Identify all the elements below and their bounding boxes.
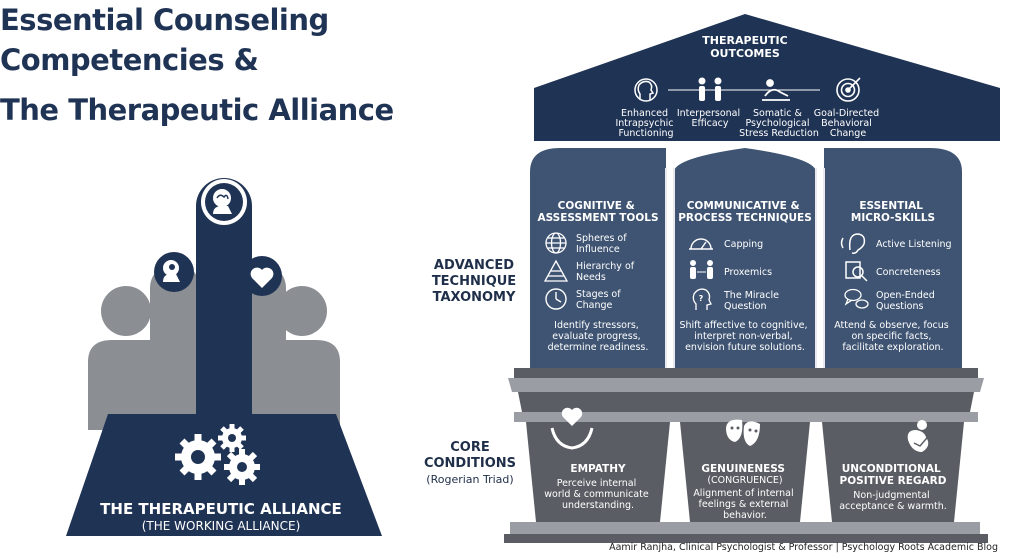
column-2-item-3: The Miracle Question bbox=[723, 290, 782, 312]
column-3-description: Attend & observe, focus on specific fact… bbox=[834, 320, 952, 353]
column-1-item-3: Stages of Change bbox=[576, 289, 624, 311]
column-2-title: COMMUNICATIVE & PROCESS TECHNIQUES bbox=[678, 200, 812, 224]
roof-title-line-1: THERAPEUTIC bbox=[702, 34, 787, 47]
pillar-empathy bbox=[526, 422, 670, 522]
title-line-3: The Therapeutic Alliance bbox=[0, 93, 394, 127]
svg-text:?: ? bbox=[699, 294, 704, 303]
pillar-genuineness bbox=[680, 422, 810, 522]
heart-hands-icon bbox=[550, 407, 594, 450]
roof-title-line-2: OUTCOMES bbox=[710, 47, 780, 60]
brain-head-icon bbox=[201, 179, 247, 225]
alliance-base bbox=[66, 414, 382, 536]
column-3-item-3: Open-Ended Questions bbox=[876, 290, 938, 312]
column-3-item-1: Active Listening bbox=[876, 239, 952, 250]
alliance-title: THE THERAPEUTIC ALLIANCE bbox=[100, 500, 342, 518]
center-pillar bbox=[196, 178, 252, 430]
column-1-title: COGNITIVE & ASSESSMENT TOOLS bbox=[537, 200, 658, 224]
embrace-icon bbox=[907, 420, 933, 452]
left-pillar bbox=[150, 263, 200, 430]
condition-1-description: Perceive internal world & communicate un… bbox=[544, 478, 651, 511]
page-title: Essential Counseling Competencies & The … bbox=[0, 0, 440, 130]
relaxing-person-icon bbox=[762, 79, 790, 101]
column-1-description: Identify stressors, evaluate progress, d… bbox=[548, 320, 649, 353]
pyramid-icon bbox=[543, 259, 569, 282]
gauge-icon bbox=[689, 238, 713, 250]
clock-icon bbox=[545, 288, 567, 310]
capitals bbox=[508, 368, 984, 412]
column-2-description: Shift affective to cognitive, interpret … bbox=[679, 320, 810, 353]
brain-head-icon bbox=[634, 78, 658, 102]
condition-1-title: EMPATHY bbox=[570, 463, 626, 475]
roof-item-3: Somatic & Psychological Stress Reduction bbox=[739, 108, 819, 139]
roof-item-4: Goal-Directed Behavioral Change bbox=[814, 108, 882, 139]
right-person-figure bbox=[277, 286, 340, 430]
ear-icon bbox=[840, 233, 866, 254]
column-communicative bbox=[674, 148, 816, 368]
condition-3-title: UNCONDITIONAL POSITIVE REGARD bbox=[840, 463, 947, 487]
column-1-item-1: Spheres of Influence bbox=[576, 233, 630, 255]
condition-2-title: GENUINENESS (CONGRUENCE) bbox=[701, 463, 788, 486]
theater-masks-icon bbox=[726, 419, 760, 446]
left-person-figure bbox=[88, 286, 151, 430]
roof-item-2: Interpersonal Efficacy bbox=[677, 108, 743, 129]
column-3-item-2: Concreteness bbox=[876, 267, 941, 278]
two-people-icon bbox=[698, 77, 722, 101]
outcomes-roof: THERAPEUTIC OUTCOMES Enhanced Intrapsych… bbox=[534, 14, 1000, 141]
title-line-2: Competencies & bbox=[0, 43, 259, 77]
condition-pillars bbox=[504, 412, 988, 543]
taxonomy-label: ADVANCED TECHNIQUE TAXONOMY bbox=[431, 258, 517, 305]
gears-icon bbox=[175, 424, 260, 485]
alliance-subtitle: (THE WORKING ALLIANCE) bbox=[142, 519, 301, 533]
globe-icon bbox=[545, 232, 567, 254]
speech-bubbles-icon bbox=[844, 288, 869, 309]
roof-item-1: Enhanced Intrapsychic Functioning bbox=[615, 108, 676, 139]
footer-credit: Aamir Ranjha, Clinical Psychologist & Pr… bbox=[609, 542, 998, 553]
heart-icon bbox=[242, 256, 282, 296]
condition-2-description: Alignment of internal feelings & externa… bbox=[693, 488, 796, 521]
gear-head-icon bbox=[154, 252, 194, 292]
question-head-icon: ? bbox=[692, 288, 712, 310]
alliance-illustration: THE THERAPEUTIC ALLIANCE (THE WORKING AL… bbox=[66, 178, 382, 536]
core-conditions-label: CORE CONDITIONS (Rogerian Triad) bbox=[423, 440, 517, 486]
title-line-1: Essential Counseling bbox=[0, 3, 329, 37]
column-3-title: ESSENTIAL MICRO-SKILLS bbox=[851, 200, 935, 224]
column-cognitive bbox=[530, 148, 666, 368]
column-micro-skills bbox=[824, 148, 962, 368]
column-1-item-2: Hierarchy of Needs bbox=[576, 261, 637, 283]
column-2-item-2: Proxemics bbox=[724, 267, 772, 278]
column-2-item-1: Capping bbox=[724, 239, 763, 250]
target-icon bbox=[836, 77, 861, 102]
proxemics-icon bbox=[690, 260, 713, 279]
pillar-positive-regard bbox=[822, 422, 964, 522]
condition-3-description: Non-judgmental acceptance & warmth. bbox=[839, 490, 947, 512]
magnifier-icon bbox=[845, 261, 868, 282]
technique-columns bbox=[530, 148, 962, 368]
